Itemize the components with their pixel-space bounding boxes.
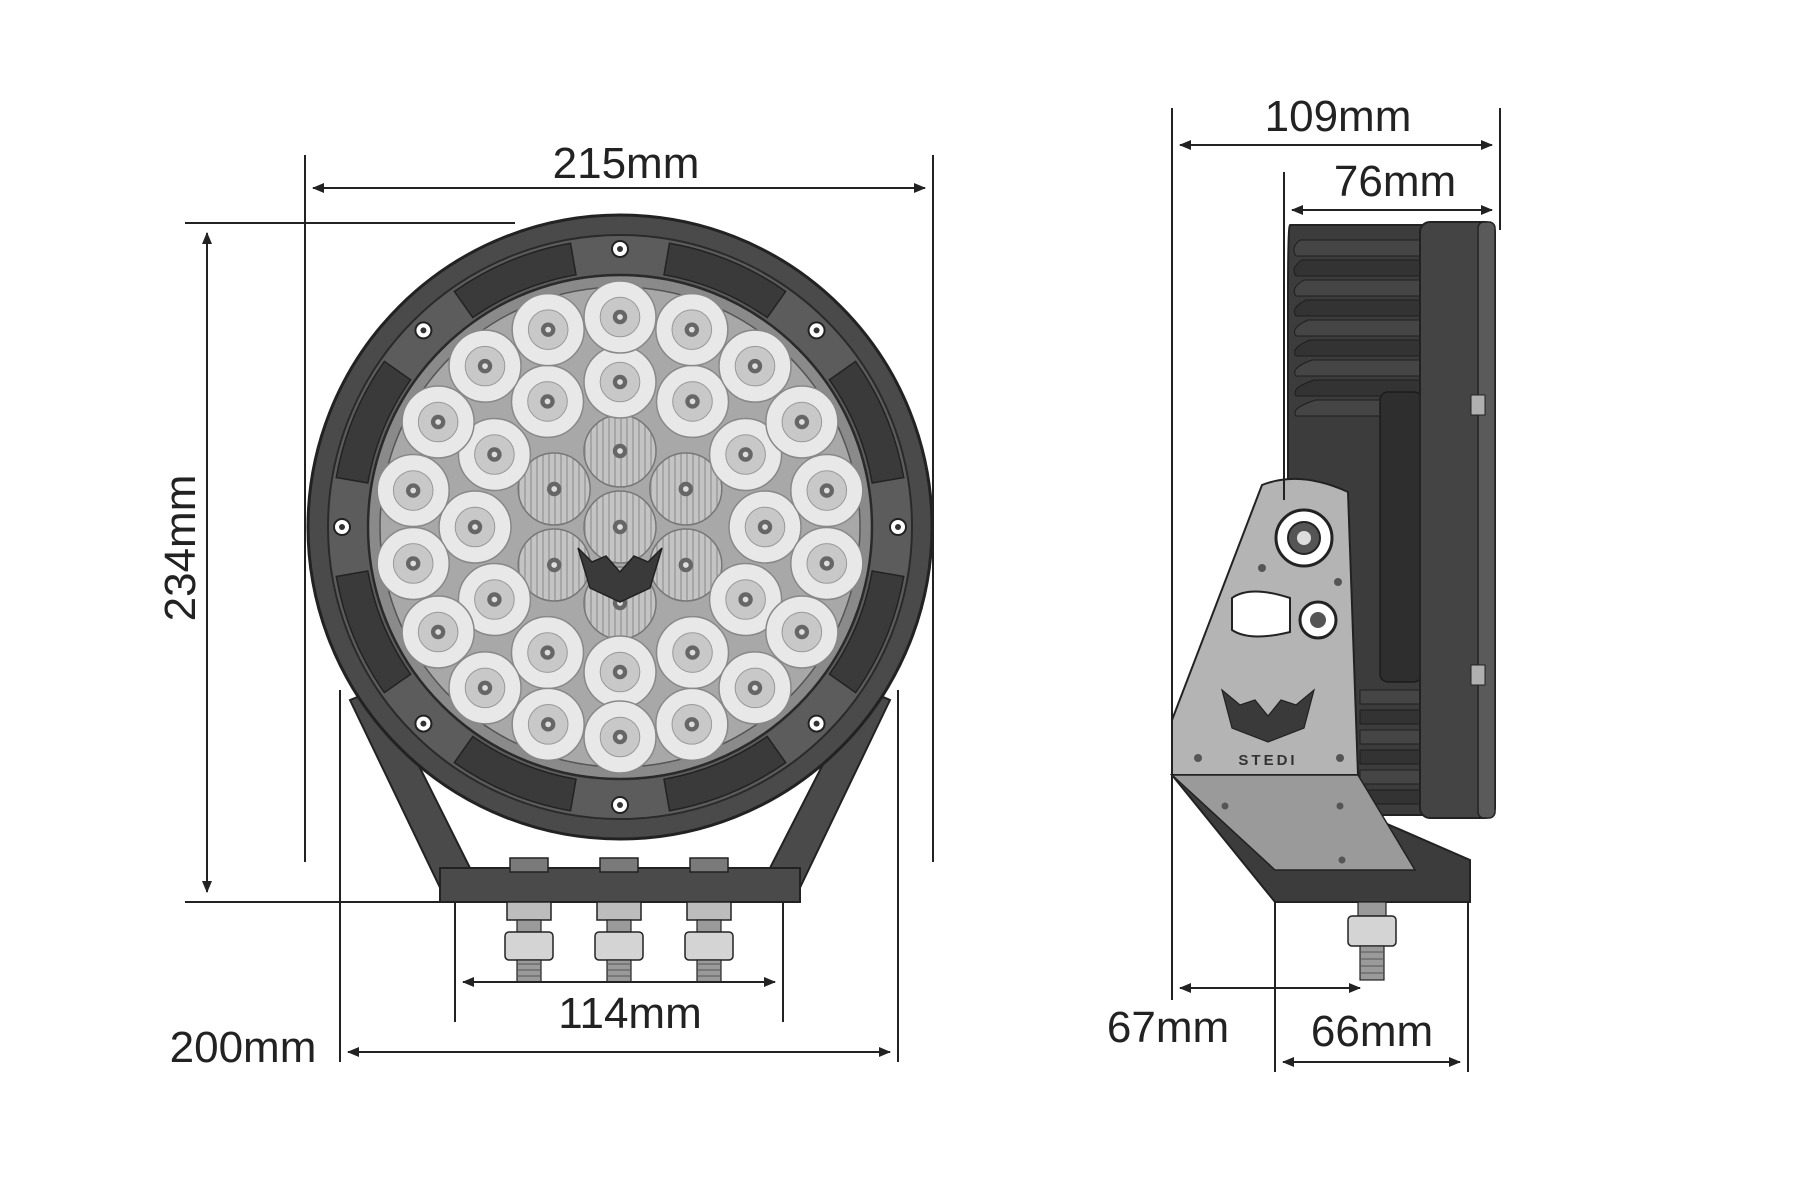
dimension-labels: 215mm 234mm 114mm 200mm 109mm 76mm 67mm … <box>156 92 1456 1072</box>
side-logo-icon <box>1220 688 1316 743</box>
led <box>511 687 585 762</box>
label-215mm: 215mm <box>553 139 700 188</box>
bezel-segment <box>663 242 787 319</box>
bezel-screws <box>333 240 907 814</box>
side-panel <box>1379 391 1423 683</box>
led <box>510 615 585 690</box>
heatsink-fin <box>1359 689 1421 705</box>
led <box>718 651 792 725</box>
mounting-studs <box>504 901 734 983</box>
led <box>448 329 522 403</box>
led <box>583 345 657 419</box>
label-66mm: 66mm <box>1311 1007 1433 1056</box>
adjust-slot <box>1231 590 1291 638</box>
led <box>655 292 729 367</box>
heatsink-fin <box>1359 729 1421 745</box>
bezel-segments <box>335 242 905 812</box>
side-view: STEDI <box>1169 221 1496 981</box>
heatsink-fin <box>1293 259 1421 277</box>
led <box>708 562 783 637</box>
led <box>583 635 657 709</box>
led <box>376 453 450 528</box>
heatsink-fin <box>1294 339 1421 357</box>
led <box>510 364 585 439</box>
led <box>655 687 729 762</box>
bezel-segment <box>663 735 787 812</box>
heatsink-fin <box>1359 769 1421 785</box>
stud <box>504 901 554 983</box>
led-centre <box>517 452 591 526</box>
label-200mm: 200mm <box>170 1023 317 1072</box>
led <box>448 651 522 725</box>
led <box>655 364 730 439</box>
label-76mm: 76mm <box>1334 157 1456 206</box>
side-bracket-lower-plate <box>1170 774 1417 871</box>
heatsink-fin <box>1293 239 1421 257</box>
led-centre <box>517 528 591 602</box>
center-logo-icon <box>577 547 663 603</box>
stud <box>684 901 734 983</box>
side-mounting-stud <box>1347 901 1397 981</box>
bolt-heads <box>509 857 729 873</box>
led <box>583 700 657 774</box>
led <box>708 417 783 492</box>
led-centre <box>583 414 657 488</box>
heatsink-fin <box>1293 299 1421 317</box>
led <box>438 490 512 564</box>
bezel-segment <box>828 360 905 484</box>
heatsink-fin <box>1359 709 1421 725</box>
led <box>401 385 475 459</box>
heatsink-fin <box>1294 319 1421 337</box>
dimension-lines <box>185 108 1501 1072</box>
led <box>765 595 839 669</box>
bezel-segment <box>335 360 412 484</box>
led <box>790 526 864 601</box>
pivot-bolt-hole <box>1297 531 1311 545</box>
side-logo-text: STEDI <box>1238 752 1297 769</box>
adjust-bolt-center <box>1310 612 1326 628</box>
led <box>790 453 864 528</box>
led-array <box>376 280 864 774</box>
heatsink-fin <box>1293 279 1421 297</box>
front-view <box>306 213 934 983</box>
heatsink-fin <box>1294 359 1421 377</box>
led <box>765 385 839 459</box>
led <box>457 562 532 637</box>
bezel-segment <box>453 242 577 319</box>
led <box>511 292 585 367</box>
side-clip-lower <box>1470 664 1486 686</box>
bezel-segment <box>828 570 905 694</box>
plate-screws <box>1194 564 1346 864</box>
label-109mm: 109mm <box>1265 92 1412 141</box>
bezel-segment <box>335 570 412 694</box>
stud <box>594 901 644 983</box>
led-centre <box>649 452 723 526</box>
heatsink-fin <box>1359 749 1421 765</box>
label-67mm: 67mm <box>1107 1003 1229 1052</box>
led <box>457 417 532 492</box>
led <box>728 490 802 564</box>
led <box>376 526 450 601</box>
side-clip-upper <box>1470 394 1486 416</box>
led <box>655 615 730 690</box>
label-114mm: 114mm <box>558 989 701 1038</box>
bracket-base <box>439 867 801 903</box>
led <box>718 329 792 403</box>
lens-edge <box>1477 221 1496 819</box>
label-234mm: 234mm <box>156 475 205 622</box>
bezel-segment <box>453 735 577 812</box>
led <box>401 595 475 669</box>
led <box>583 280 657 354</box>
led-centre <box>583 490 657 564</box>
